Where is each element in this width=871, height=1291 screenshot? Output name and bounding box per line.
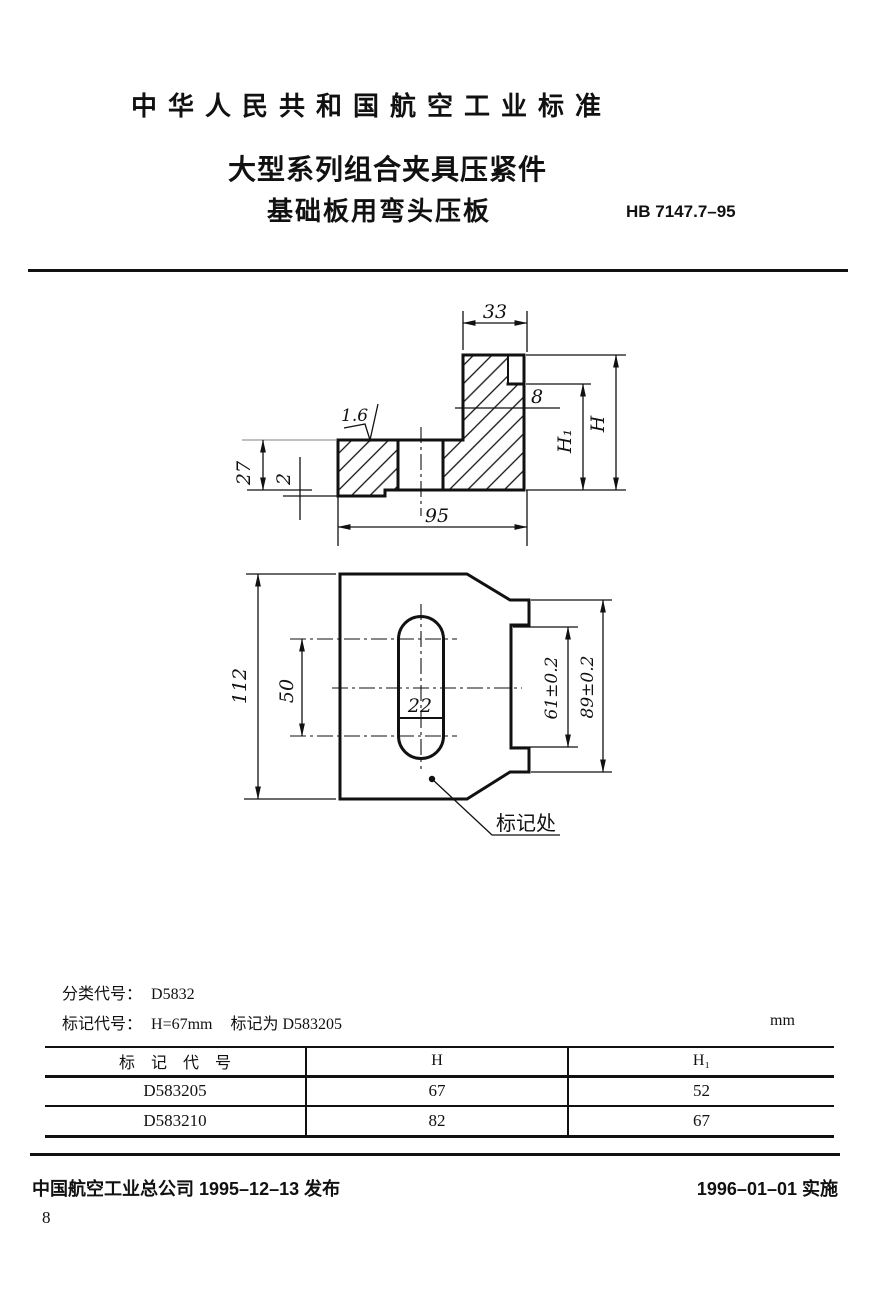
section-heel-edge xyxy=(336,438,387,498)
dim-label-50: 50 xyxy=(276,679,298,703)
marking-result: 标记为 D583205 xyxy=(230,1016,343,1033)
dim-label-2: 2 xyxy=(273,473,295,486)
national-standard-title: 中华人民共和国航空工业标准 xyxy=(131,91,613,121)
dim-label-89: 89±0.2 xyxy=(578,656,598,719)
technical-drawing: 33 1.6 8 27 2 95 H₁ xyxy=(229,301,626,836)
page-number: 8 xyxy=(42,1208,51,1227)
implementation-line: 1996–01–01 实施 xyxy=(696,1179,838,1199)
dim-label-27: 27 xyxy=(233,460,255,486)
cell-h1: 67 xyxy=(693,1110,710,1130)
dim-label-61: 61±0.2 xyxy=(542,657,562,720)
dim-label-112: 112 xyxy=(229,668,251,704)
plan-view: 112 50 22 61±0.2 89±0.2 标记处 xyxy=(229,572,612,836)
dim-label-22: 22 xyxy=(407,695,432,717)
cell-h1: 52 xyxy=(568,1076,834,1107)
dim-label-8: 8 xyxy=(531,386,543,408)
dim-label-33: 33 xyxy=(483,301,507,323)
unit-label: mm xyxy=(770,1012,795,1029)
section-view: 33 1.6 8 27 2 95 H₁ xyxy=(233,301,626,546)
section-column-hatch xyxy=(443,355,524,490)
marking-line: 标记代号： H=67mm 标记为 D583205 xyxy=(62,1010,342,1034)
publisher-line: 中国航空工业总公司 1995–12–13 发布 xyxy=(32,1179,341,1199)
table-row: D583210 82 67 xyxy=(45,1106,834,1136)
cell-marking-code: D583205 xyxy=(45,1076,307,1107)
roughness-label: 1.6 xyxy=(341,406,368,426)
document-title-line2: 基础板用弯头压板 xyxy=(267,196,492,226)
dim-label-h: H xyxy=(587,415,609,433)
col-header-h: H xyxy=(306,1047,569,1078)
cell-marking-code: D583210 xyxy=(45,1106,307,1136)
header-divider-rule xyxy=(28,269,848,272)
footer-divider-rule xyxy=(30,1153,840,1156)
classification-label: 分类代号： xyxy=(62,986,143,1003)
cell-h: 67 xyxy=(306,1076,569,1107)
cell-h: 82 xyxy=(306,1106,569,1136)
roughness-symbol-icon xyxy=(343,403,379,443)
plan-slot-outline xyxy=(397,615,445,760)
marking-example: H=67mm xyxy=(151,1016,213,1033)
col-header-h1: H₁ xyxy=(568,1047,834,1078)
classification-value: D5832 xyxy=(151,986,195,1003)
classification-line: 分类代号： D5832 xyxy=(62,980,195,1004)
document-title-line1: 大型系列组合夹具压紧件 xyxy=(228,154,548,185)
standard-number: HB 7147.7–95 xyxy=(626,202,736,221)
parameter-table: 标 记 代 号 H H₁ D583205 67 52 D583210 82 67 xyxy=(45,1046,834,1138)
marking-place-label: 标记处 xyxy=(496,812,556,835)
col-header-marking-code: 标 记 代 号 xyxy=(45,1047,307,1078)
plan-outline xyxy=(338,572,531,801)
section-left-bar-hatch xyxy=(338,440,398,496)
table-row: D583205 67 52 xyxy=(45,1076,834,1107)
dim-label-95: 95 xyxy=(425,505,449,527)
table-header-row: 标 记 代 号 H H₁ xyxy=(45,1047,834,1078)
dim-label-h1: H₁ xyxy=(554,429,576,454)
marking-label: 标记代号： xyxy=(62,1016,143,1033)
marking-leader-line xyxy=(431,778,560,836)
